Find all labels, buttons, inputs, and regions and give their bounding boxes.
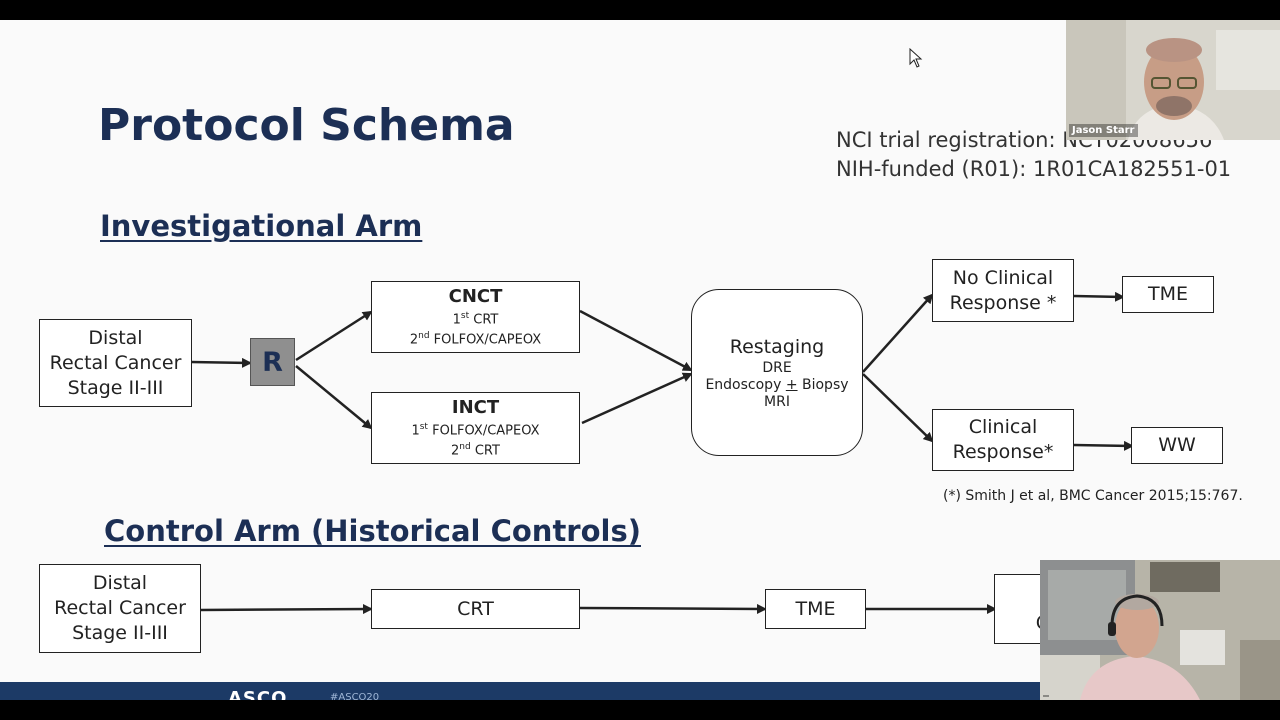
start-line: Rectal Cancer xyxy=(49,351,182,374)
inct-title: INCT xyxy=(451,396,500,418)
citation: (*) Smith J et al, BMC Cancer 2015;15:76… xyxy=(943,488,1243,504)
inct-step-2: 2nd CRT xyxy=(451,442,500,459)
no-response-line: Response * xyxy=(949,291,1057,314)
arrow-control-start-to-crt xyxy=(199,604,373,615)
slide-footer: ASCO #ASCO20 xyxy=(0,682,1280,700)
start-line: Stage II-III xyxy=(72,622,168,644)
participant-video-jason-starr[interactable]: Jason Starr xyxy=(1066,20,1280,140)
investigational-arm-heading: Investigational Arm xyxy=(100,209,423,243)
cnct-box: CNCT 1st CRT 2nd FOLFOX/CAPEOX xyxy=(371,281,580,353)
arrow-start-to-r xyxy=(190,357,252,368)
participant-name: Jason Starr xyxy=(1069,124,1138,137)
nih-label: NIH-funded (R01): xyxy=(836,157,1027,181)
start-box-control: Distal Rectal Cancer Stage II-III xyxy=(39,564,201,653)
arrow-cnct-to-restaging xyxy=(579,309,693,372)
asco-logo: ASCO xyxy=(228,688,288,700)
inct-box: INCT 1st FOLFOX/CAPEOX 2nd CRT xyxy=(371,392,580,464)
response-line: Response* xyxy=(952,441,1054,463)
restaging-title: Restaging xyxy=(729,335,825,358)
response-line: Clinical xyxy=(968,416,1038,438)
ww-box: WW xyxy=(1131,427,1223,464)
arrow-response-to-ww xyxy=(1073,440,1134,451)
tme-box-investigational: TME xyxy=(1122,276,1214,313)
footer-hashtag: #ASCO20 xyxy=(330,692,380,700)
restaging-item: Endoscopy + Biopsy xyxy=(705,376,849,393)
arrow-crt-to-tme xyxy=(579,603,767,614)
restaging-item: DRE xyxy=(762,359,792,376)
nci-label: NCI trial registration: xyxy=(836,128,1056,152)
crt-box: CRT xyxy=(371,589,580,629)
mouse-cursor-icon xyxy=(909,47,923,72)
arrow-r-to-cnct xyxy=(295,310,373,362)
participant-video-2[interactable] xyxy=(1040,560,1280,700)
arrow-restaging-to-response xyxy=(862,373,934,443)
slide-title: Protocol Schema xyxy=(98,100,515,151)
clinical-response-box: Clinical Response* xyxy=(932,409,1074,471)
no-response-line: No Clinical xyxy=(952,266,1054,289)
arrow-restaging-to-no-response xyxy=(862,293,934,373)
restaging-item: MRI xyxy=(764,393,790,410)
participant-name xyxy=(1043,695,1049,697)
arrow-no-response-to-tme xyxy=(1073,291,1125,302)
inct-step-1: 1st FOLFOX/CAPEOX xyxy=(411,421,540,438)
start-line: Distal xyxy=(92,572,148,594)
cnct-title: CNCT xyxy=(448,285,503,307)
nih-value: 1R01CA182551-01 xyxy=(1033,157,1232,181)
start-box-investigational: Distal Rectal Cancer Stage II-III xyxy=(39,319,192,407)
cnct-step-2: 2nd FOLFOX/CAPEOX xyxy=(409,331,542,348)
randomize-box: R xyxy=(250,338,295,386)
cnct-step-1: 1st CRT xyxy=(452,310,499,327)
arrow-r-to-inct xyxy=(295,365,373,430)
participant-portrait xyxy=(1066,20,1280,140)
start-line: Stage II-III xyxy=(67,376,164,399)
participant-portrait xyxy=(1040,560,1280,700)
arrow-inct-to-restaging xyxy=(581,372,693,425)
no-clinical-response-box: No Clinical Response * xyxy=(932,259,1074,322)
start-line: Distal xyxy=(88,326,143,349)
control-arm-heading: Control Arm (Historical Controls) xyxy=(104,514,641,548)
restaging-box: Restaging DRE Endoscopy + Biopsy MRI xyxy=(691,289,863,456)
start-line: Rectal Cancer xyxy=(54,597,186,619)
tme-box-control: TME xyxy=(765,589,866,629)
